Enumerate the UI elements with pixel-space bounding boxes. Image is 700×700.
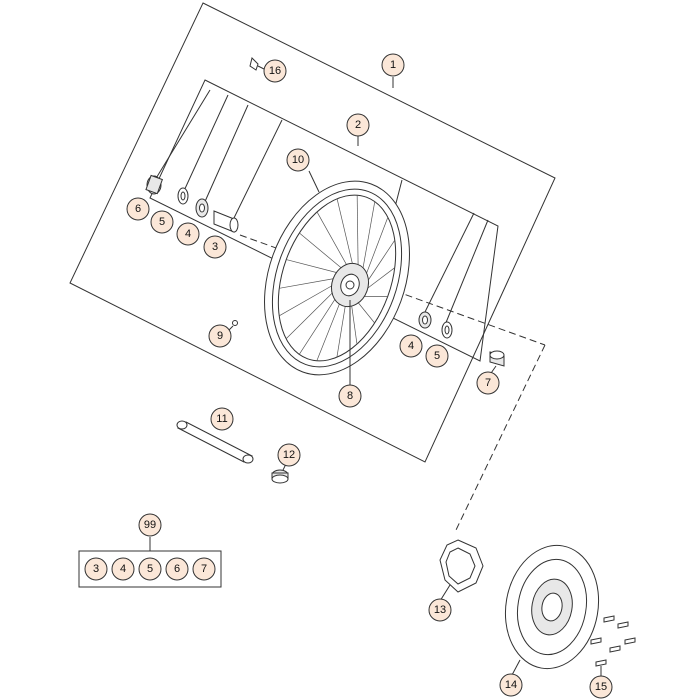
- disc-spacer-part: [439, 539, 484, 593]
- callout-4-left: 4: [176, 222, 200, 246]
- disc-bolts-part: [590, 615, 636, 667]
- svg-text:7: 7: [201, 563, 207, 575]
- wheel-spoke: [361, 201, 376, 277]
- brake-disc-part: [504, 544, 600, 670]
- callout-3: 3: [203, 235, 227, 259]
- wheel-spoke: [336, 198, 355, 270]
- wheel-spoke: [279, 277, 338, 289]
- callout-9: 9: [208, 324, 232, 348]
- svg-text:7: 7: [485, 377, 491, 389]
- svg-text:3: 3: [93, 563, 99, 575]
- kit-99-item-3: 3: [84, 557, 108, 581]
- valve-part: [249, 57, 259, 71]
- axle-centerline: [239, 234, 546, 531]
- svg-text:5: 5: [434, 350, 440, 362]
- kit-99-box: [78, 550, 222, 588]
- callout-99: 99: [138, 513, 162, 537]
- callout-5-left: 5: [150, 210, 174, 234]
- callout-16: 16: [263, 59, 287, 83]
- spoke-nipple-part: [232, 320, 238, 326]
- callout-13: 13: [428, 598, 452, 622]
- svg-text:99: 99: [144, 519, 156, 531]
- svg-text:4: 4: [185, 228, 191, 240]
- wheel-spoke: [356, 195, 359, 273]
- callout-15: 15: [589, 675, 613, 699]
- callout-12: 12: [277, 443, 301, 467]
- svg-text:2: 2: [355, 119, 361, 131]
- callout-7: 7: [476, 371, 500, 395]
- svg-text:13: 13: [434, 604, 446, 616]
- callout-2: 2: [346, 113, 370, 137]
- spoked-wheel: [264, 180, 410, 376]
- wheel-spoke: [363, 240, 396, 287]
- kit-99-item-5: 5: [138, 557, 162, 581]
- svg-text:4: 4: [120, 563, 126, 575]
- axle-part: [176, 420, 254, 464]
- callout-4-right: 4: [399, 334, 423, 358]
- wheel-spoke: [285, 288, 337, 340]
- wheel-spoke: [350, 300, 358, 345]
- svg-text:15: 15: [595, 681, 607, 693]
- svg-text:8: 8: [347, 390, 353, 402]
- svg-text:6: 6: [174, 563, 180, 575]
- bearing-stack-right: [418, 311, 505, 367]
- svg-text:12: 12: [283, 449, 295, 461]
- kit-99-item-4: 4: [111, 557, 135, 581]
- wheel-spoke: [355, 299, 375, 324]
- wheel-spoke: [279, 283, 337, 317]
- callout-8: 8: [338, 384, 362, 408]
- callout-11: 11: [210, 407, 234, 431]
- kit-99-item-7: 7: [192, 557, 216, 581]
- callout-5-right: 5: [425, 344, 449, 368]
- wheel-spoke: [363, 217, 389, 282]
- wheel-spoke: [316, 211, 350, 270]
- svg-text:6: 6: [135, 203, 141, 215]
- callout-10: 10: [286, 148, 310, 172]
- wheel-spoke: [336, 300, 347, 358]
- wheel-spoke: [298, 293, 339, 355]
- kit-99-item-6: 6: [165, 557, 189, 581]
- wheel-spoke: [316, 297, 343, 361]
- callout-1: 1: [381, 53, 405, 77]
- svg-text:3: 3: [212, 241, 218, 253]
- callout-6: 6: [126, 197, 150, 221]
- svg-text:16: 16: [269, 65, 281, 77]
- svg-text:9: 9: [217, 330, 223, 342]
- callout-14: 14: [499, 673, 523, 697]
- wheel-spoke: [286, 259, 341, 274]
- svg-text:11: 11: [216, 413, 227, 425]
- svg-text:1: 1: [390, 59, 396, 71]
- svg-text:10: 10: [292, 154, 304, 166]
- wheel-spoke: [299, 232, 345, 271]
- svg-text:14: 14: [505, 679, 517, 691]
- svg-text:4: 4: [408, 340, 414, 352]
- svg-text:5: 5: [159, 216, 165, 228]
- assembly-box-outer: [69, 2, 556, 463]
- svg-text:5: 5: [147, 563, 153, 575]
- bearing-stack-left: [145, 174, 239, 233]
- axle-nut-part: [271, 469, 289, 484]
